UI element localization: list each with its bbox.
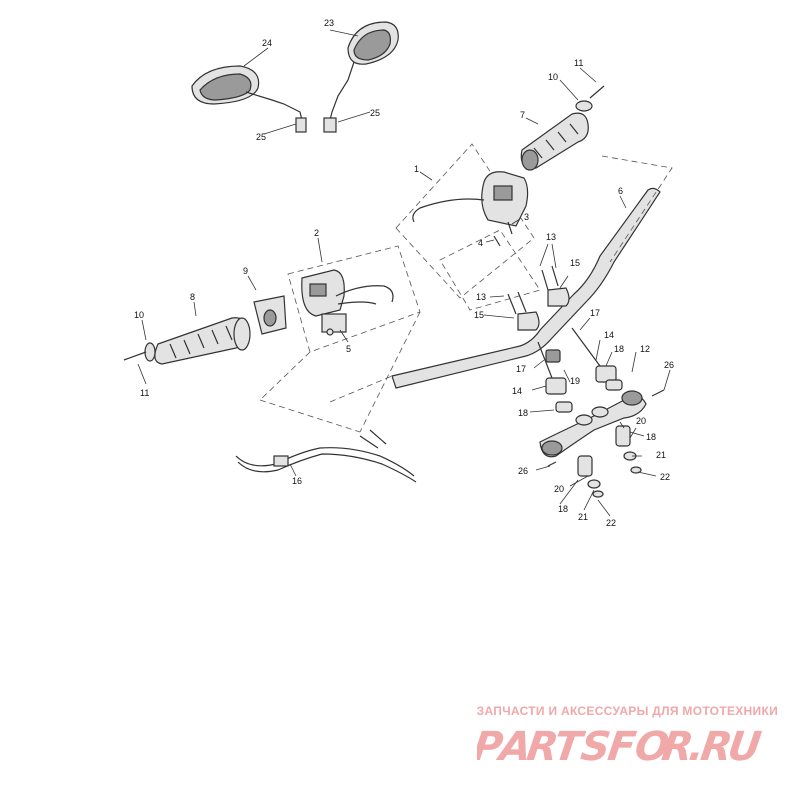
callout-20-right: 20 (636, 416, 646, 426)
callout-17-right: 17 (590, 308, 600, 318)
callout-20-left: 20 (554, 484, 564, 494)
logo-glyph: F (605, 724, 639, 766)
handlebar-bounding-box (329, 155, 673, 403)
callout-14-upper: 14 (604, 330, 614, 340)
callout-6: 6 (618, 186, 623, 196)
right-switch-housing (412, 171, 529, 227)
callout-2: 2 (314, 228, 319, 238)
leader-lines (137, 29, 671, 517)
right-bar-end (575, 85, 605, 112)
left-assembly-bounding-box (259, 245, 421, 433)
callout-5: 5 (346, 344, 351, 354)
callout-18-left: 18 (518, 408, 528, 418)
callout-22-left: 22 (606, 518, 616, 528)
watermark-tagline: ЗАПЧАСТИ И АКСЕССУАРЫ ДЛЯ МОТОТЕХНИКИ (476, 704, 778, 718)
right-grip (520, 112, 589, 171)
top-triple-clamp (539, 390, 647, 458)
callout-12: 12 (640, 344, 650, 354)
logo-glyph: R (698, 724, 735, 766)
right-mirror (323, 21, 399, 133)
logo-glyph: . (686, 724, 708, 766)
lower-clamps (537, 327, 617, 395)
callout-3: 3 (524, 212, 529, 222)
right-assembly-bounding-box (395, 143, 541, 311)
callout-24: 24 (262, 38, 272, 48)
callout-10-right: 10 (548, 72, 558, 82)
callout-18-upper: 18 (614, 344, 624, 354)
callout-10-left: 10 (134, 310, 144, 320)
callout-4: 4 (478, 238, 483, 248)
callout-15-lower: 15 (474, 310, 484, 320)
callout-9: 9 (243, 266, 248, 276)
throttle-cables (235, 429, 417, 483)
callout-26-right: 26 (664, 360, 674, 370)
callout-19: 19 (570, 376, 580, 386)
callout-7: 7 (520, 110, 525, 120)
left-mirror (191, 65, 307, 133)
upper-clamps (507, 265, 570, 331)
callout-1: 1 (414, 164, 419, 174)
left-throttle-sleeve (253, 295, 287, 335)
callout-21-left: 21 (578, 512, 588, 522)
callout-16: 16 (292, 476, 302, 486)
callout-17-left: 17 (516, 364, 526, 374)
callout-25-right: 25 (370, 108, 380, 118)
logo-glyph: R (524, 724, 561, 766)
callout-15-upper: 15 (570, 258, 580, 268)
callout-25-left: 25 (256, 132, 266, 142)
logo-glyph: O (632, 724, 672, 766)
logo-glyph: U (725, 724, 764, 766)
callout-11-left: 11 (140, 388, 149, 398)
left-bar-end (123, 342, 156, 362)
callout-13-upper: 13 (546, 232, 556, 242)
callout-14-lower: 14 (512, 386, 522, 396)
callout-23: 23 (324, 18, 334, 28)
callout-11-right: 11 (574, 58, 583, 68)
left-switch-housing (301, 269, 394, 336)
callout-numbers: 1 2 3 4 5 6 7 8 9 10 11 10 11 12 13 13 1… (134, 18, 674, 528)
callout-13-lower: 13 (476, 292, 486, 302)
callout-21-right: 21 (656, 450, 666, 460)
logo-glyph: R (659, 724, 696, 766)
small-screws-3-4 (493, 221, 513, 247)
callout-8: 8 (190, 292, 195, 302)
callout-26-left: 26 (518, 466, 528, 476)
callout-18-bottom: 18 (558, 504, 568, 514)
callout-22-right: 22 (660, 472, 670, 482)
logo-glyph: S (578, 724, 613, 766)
handlebar (391, 187, 661, 389)
callout-18-right: 18 (646, 432, 656, 442)
left-grip (154, 317, 251, 365)
